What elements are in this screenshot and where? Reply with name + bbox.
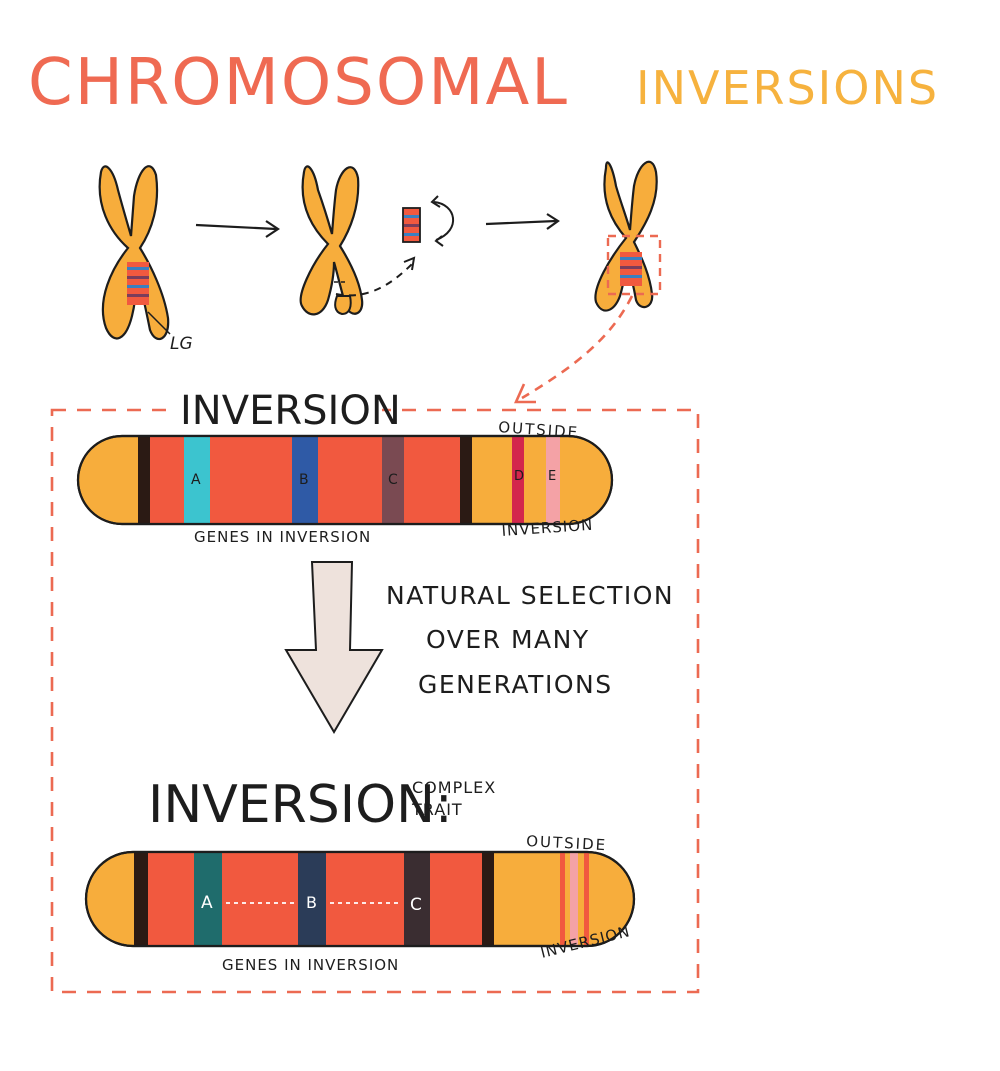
outside-band-2 [570, 853, 578, 945]
title-main: CHROMOSOMAL [28, 46, 569, 120]
selection-line-1: NATURAL SELECTION [386, 581, 674, 610]
selection-line-3: GENERATIONS [418, 670, 613, 699]
gene-label-b: B [306, 893, 317, 912]
breakpoint-right [482, 853, 494, 945]
breakpoint-left [134, 853, 148, 945]
breakpoint-left [138, 437, 150, 523]
genes-caption: GENES IN INVERSION [194, 528, 371, 546]
inverted-segment [402, 207, 421, 243]
outside-band-1 [560, 853, 565, 945]
gene-label-b: B [299, 472, 309, 488]
detail-frame [50, 408, 700, 994]
gene-label-a: A [201, 893, 213, 913]
genes-caption: GENES IN INVERSION [222, 956, 399, 974]
gene-label-a: A [191, 472, 201, 488]
gene-band-b [292, 437, 318, 523]
selection-line-2: OVER MANY [426, 625, 590, 654]
outside-band-3 [584, 853, 589, 945]
chromosome-label: LG [170, 334, 193, 354]
down-arrow-icon [284, 561, 384, 734]
gene-label-d: D [514, 469, 524, 484]
panel-top-heading: INVERSION [180, 388, 401, 434]
gene-band-a [194, 853, 222, 945]
breakpoint-right [460, 437, 472, 523]
gene-band-a [184, 437, 210, 523]
chromosome-bar-top [76, 434, 614, 526]
outside-label: OUTSIDE [526, 832, 608, 854]
gene-band-e [546, 437, 560, 523]
chromosome-original [98, 165, 171, 341]
gene-label-c: C [410, 895, 422, 915]
gene-band-d [512, 437, 524, 523]
dashed-curve-arrow-icon [335, 256, 416, 297]
title-accent: INVERSIONS [636, 61, 939, 115]
rotate-arrow-icon [430, 195, 455, 247]
panel-bottom-heading: INVERSION: [148, 775, 452, 835]
zoom-dashed-arrow-icon [513, 295, 634, 404]
gene-band-c [382, 437, 404, 523]
arrow-right-icon [195, 220, 280, 238]
outside-label: OUTSIDE [498, 418, 580, 442]
gene-label-e: E [548, 469, 556, 484]
panel-bottom-subheading-2: TRAIT [411, 800, 463, 819]
gene-label-c: C [388, 472, 398, 488]
gene-band-b [298, 853, 326, 945]
gene-band-c [404, 853, 430, 945]
inversion-stripes [127, 262, 149, 305]
panel-bottom-subheading-1: COMPLEX [412, 778, 496, 797]
chromosome-bar-bottom [84, 850, 636, 948]
arrow-right-icon [485, 213, 560, 230]
chromosome-broken [299, 165, 364, 316]
